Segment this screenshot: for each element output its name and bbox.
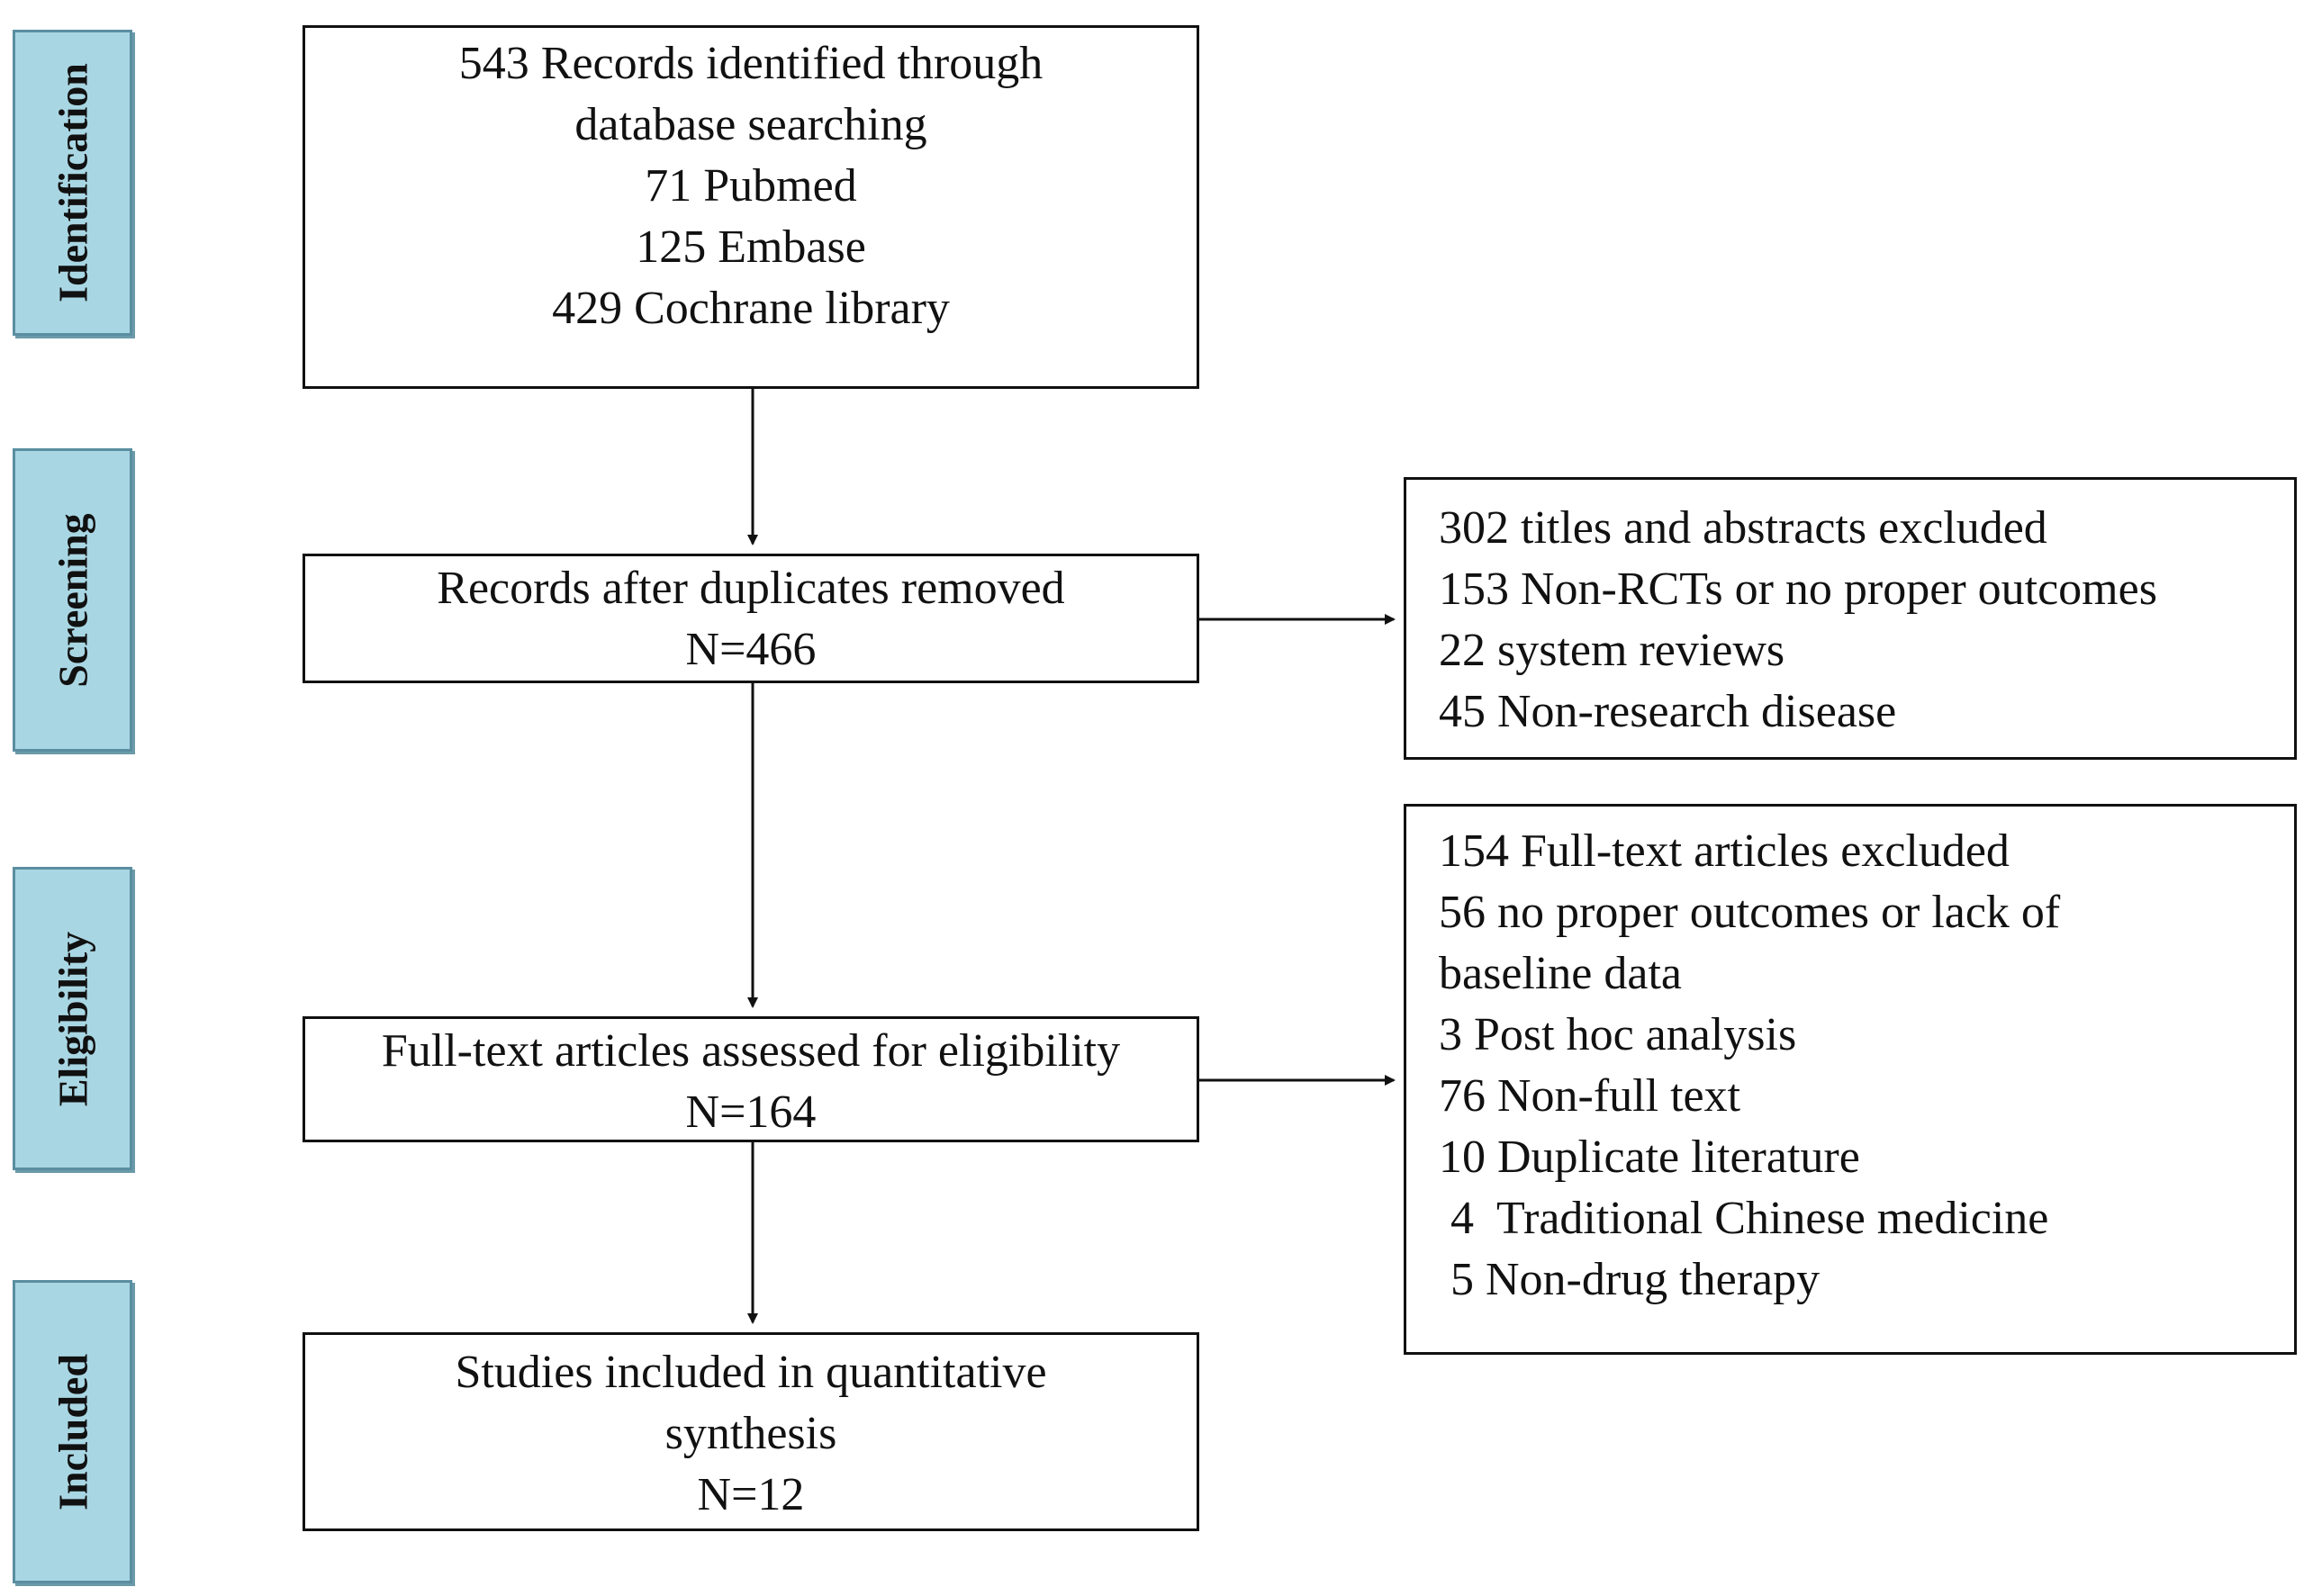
stage-included: Included: [13, 1280, 132, 1583]
eligibility-box: Full-text articles assessed for eligibil…: [303, 1016, 1199, 1142]
identification-line: 543 Records identified through: [458, 38, 1044, 89]
eligibility-excluded-line: 76 Non-full text: [1439, 1070, 1741, 1122]
eligibility-excluded-line: 3 Post hoc analysis: [1439, 1009, 1797, 1060]
screening-line: N=466: [685, 624, 817, 675]
screening-excluded-line: 302 titles and abstracts excluded: [1439, 502, 2047, 554]
identification-line: database searching: [574, 99, 927, 150]
identification-box: 543 Records identified through database …: [303, 25, 1199, 389]
included-line: synthesis: [664, 1408, 837, 1459]
eligibility-excluded-line: 56 no proper outcomes or lack of: [1439, 887, 2061, 938]
eligibility-line: Full-text articles assessed for eligibil…: [381, 1025, 1121, 1077]
stage-identification: Identification: [13, 30, 132, 336]
identification-line: 429 Cochrane library: [552, 283, 950, 334]
identification-line: 71 Pubmed: [645, 160, 857, 212]
screening-box: Records after duplicates removed N=466: [303, 554, 1199, 683]
stage-eligibility: Eligibility: [13, 867, 132, 1170]
eligibility-excluded-line: 154 Full-text articles excluded: [1439, 825, 2010, 877]
eligibility-excluded-line: 10 Duplicate literature: [1439, 1132, 1860, 1183]
screening-line: Records after duplicates removed: [437, 563, 1065, 614]
eligibility-excluded-line: 4 Traditional Chinese medicine: [1439, 1193, 2049, 1244]
eligibility-excluded-line: baseline data: [1439, 948, 1682, 999]
included-box: Studies included in quantitative synthes…: [303, 1332, 1199, 1531]
eligibility-line: N=164: [685, 1087, 817, 1138]
included-line: Studies included in quantitative: [455, 1347, 1047, 1398]
screening-excluded-line: 45 Non-research disease: [1439, 686, 1897, 737]
screening-excluded-line: 153 Non-RCTs or no proper outcomes: [1439, 564, 2157, 615]
eligibility-excluded-line: 5 Non-drug therapy: [1439, 1254, 1821, 1305]
screening-excluded-line: 22 system reviews: [1439, 625, 1785, 676]
included-line: N=12: [697, 1469, 805, 1520]
identification-line: 125 Embase: [636, 221, 866, 273]
eligibility-excluded-box: 154 Full-text articles excluded 56 no pr…: [1404, 804, 2297, 1355]
stage-screening: Screening: [13, 448, 132, 752]
screening-excluded-box: 302 titles and abstracts excluded 153 No…: [1404, 477, 2297, 760]
